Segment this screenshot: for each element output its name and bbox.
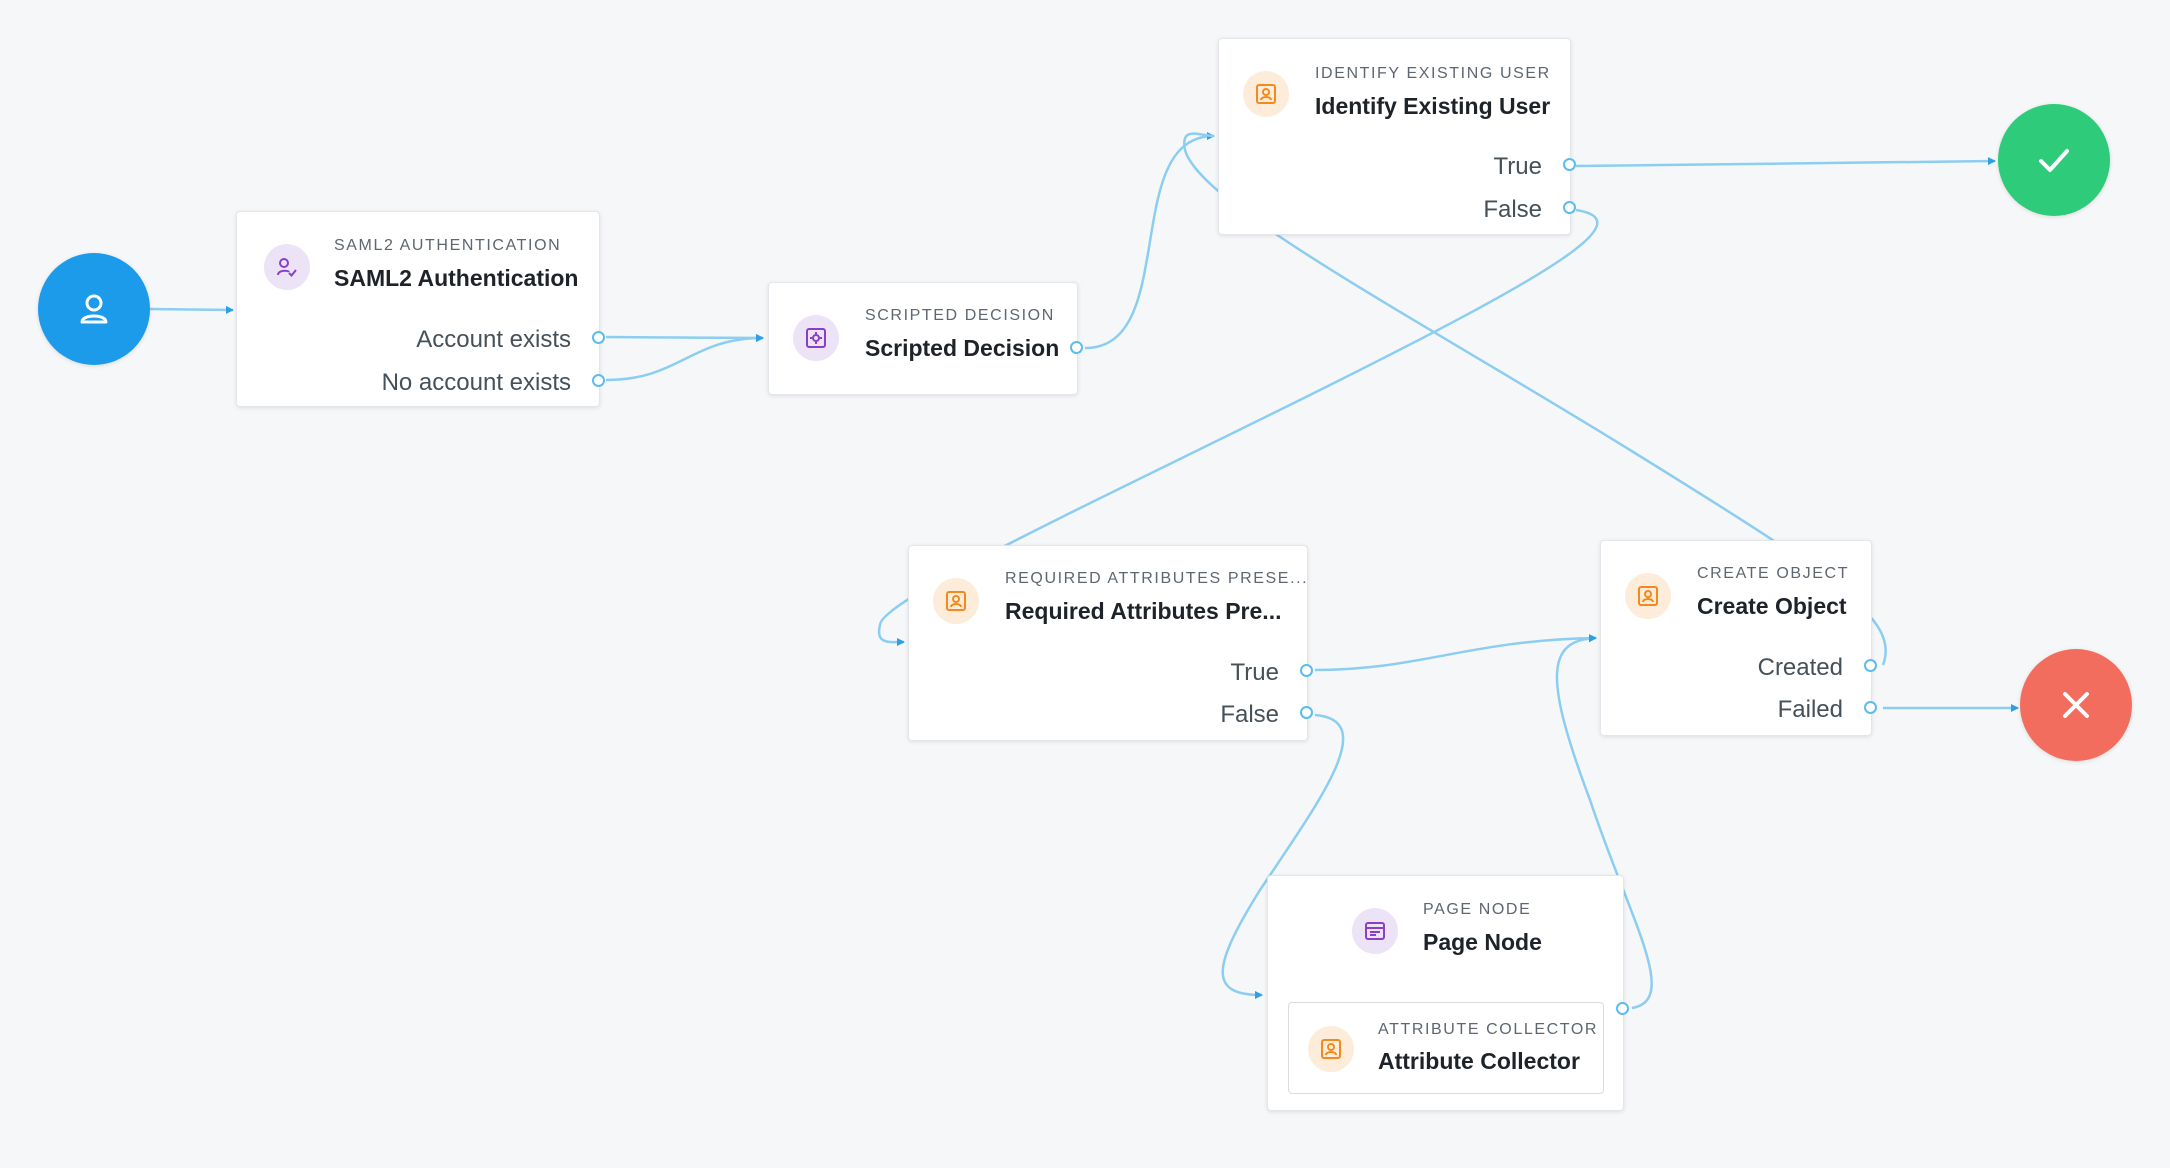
script-gear-icon <box>806 328 826 348</box>
wire-required-false <box>1221 713 1345 999</box>
page-icon <box>1365 922 1385 940</box>
wire-required-true <box>1314 634 1597 672</box>
node-title: Identify Existing User <box>1315 93 1551 119</box>
contact-card-icon <box>1256 84 1276 104</box>
node-type-label: PAGE NODE <box>1423 901 1532 918</box>
wire-attribute-collector-to-create <box>1555 634 1653 1010</box>
checkmark-icon <box>2039 149 2069 172</box>
node-icon <box>793 315 839 361</box>
node-icon <box>1308 1026 1354 1072</box>
outcome-port[interactable] <box>1616 1002 1629 1015</box>
outcome-false: False <box>1483 196 1542 223</box>
outcome-port[interactable] <box>1864 701 1877 714</box>
outcome-port[interactable] <box>1300 664 1313 677</box>
success-node[interactable] <box>1998 104 2110 216</box>
wire-identify-false <box>877 208 1599 647</box>
node-title: Create Object <box>1697 593 1847 619</box>
wire-start-to-saml2 <box>148 305 234 314</box>
node-icon <box>264 244 310 290</box>
outcome-port[interactable] <box>1563 158 1576 171</box>
node-icon <box>1352 908 1398 954</box>
node-title: Required Attributes Pre... <box>1005 598 1282 624</box>
required-attributes-present-node[interactable]: REQUIRED ATTRIBUTES PRESE... Required At… <box>908 545 1313 741</box>
node-type-label: IDENTIFY EXISTING USER <box>1315 65 1551 82</box>
close-icon <box>2063 692 2089 718</box>
create-object-node[interactable]: CREATE OBJECT Create Object Created Fail… <box>1600 540 1877 736</box>
node-icon <box>933 578 979 624</box>
wire-identify-true <box>1575 157 1996 168</box>
node-type-label: SAML2 AUTHENTICATION <box>334 237 562 254</box>
node-title: SAML2 Authentication <box>334 265 579 291</box>
node-title: Scripted Decision <box>865 335 1060 361</box>
node-type-label: SCRIPTED DECISION <box>865 307 1055 324</box>
outcome-port[interactable] <box>592 374 605 387</box>
node-type-label: CREATE OBJECT <box>1697 565 1850 582</box>
user-check-icon <box>277 258 297 277</box>
user-icon <box>80 294 108 324</box>
outcome-port[interactable] <box>592 331 605 344</box>
node-icon <box>1625 573 1671 619</box>
outcome-account-exists: Account exists <box>416 326 571 353</box>
saml2-authentication-node[interactable]: SAML2 AUTHENTICATION SAML2 Authenticatio… <box>236 211 605 407</box>
outcome-port[interactable] <box>1563 201 1576 214</box>
wire-account-exists <box>605 333 764 342</box>
attribute-collector-node[interactable]: ATTRIBUTE COLLECTOR Attribute Collector <box>1288 1002 1604 1094</box>
scripted-decision-node[interactable]: SCRIPTED DECISION Scripted Decision <box>768 282 1083 395</box>
failure-node[interactable] <box>2020 649 2132 761</box>
outcome-false: False <box>1220 701 1279 728</box>
contact-card-icon <box>1638 586 1658 606</box>
outcome-port[interactable] <box>1300 706 1313 719</box>
outcome-port[interactable] <box>1864 659 1877 672</box>
node-type-label: REQUIRED ATTRIBUTES PRESE... <box>1005 570 1309 587</box>
outcome-port[interactable] <box>1070 341 1083 354</box>
start-node[interactable] <box>38 253 150 365</box>
contact-card-icon <box>1321 1039 1341 1059</box>
wire-no-account-exists <box>605 334 764 382</box>
outcome-created: Created <box>1757 654 1843 681</box>
identify-existing-user-node[interactable]: IDENTIFY EXISTING USER Identify Existing… <box>1218 38 1576 235</box>
outcome-true: True <box>1493 153 1542 180</box>
outcome-true: True <box>1230 659 1279 686</box>
contact-card-icon <box>946 591 966 611</box>
outcome-failed: Failed <box>1777 696 1843 723</box>
node-title: Attribute Collector <box>1378 1048 1580 1074</box>
node-type-label: ATTRIBUTE COLLECTOR <box>1378 1021 1599 1038</box>
node-title: Page Node <box>1423 929 1542 955</box>
outcome-no-account-exists: No account exists <box>381 369 571 396</box>
page-node[interactable]: PAGE NODE Page Node ATTRIBUTE COLLECTOR … <box>1267 875 1629 1111</box>
node-icon <box>1243 71 1289 117</box>
